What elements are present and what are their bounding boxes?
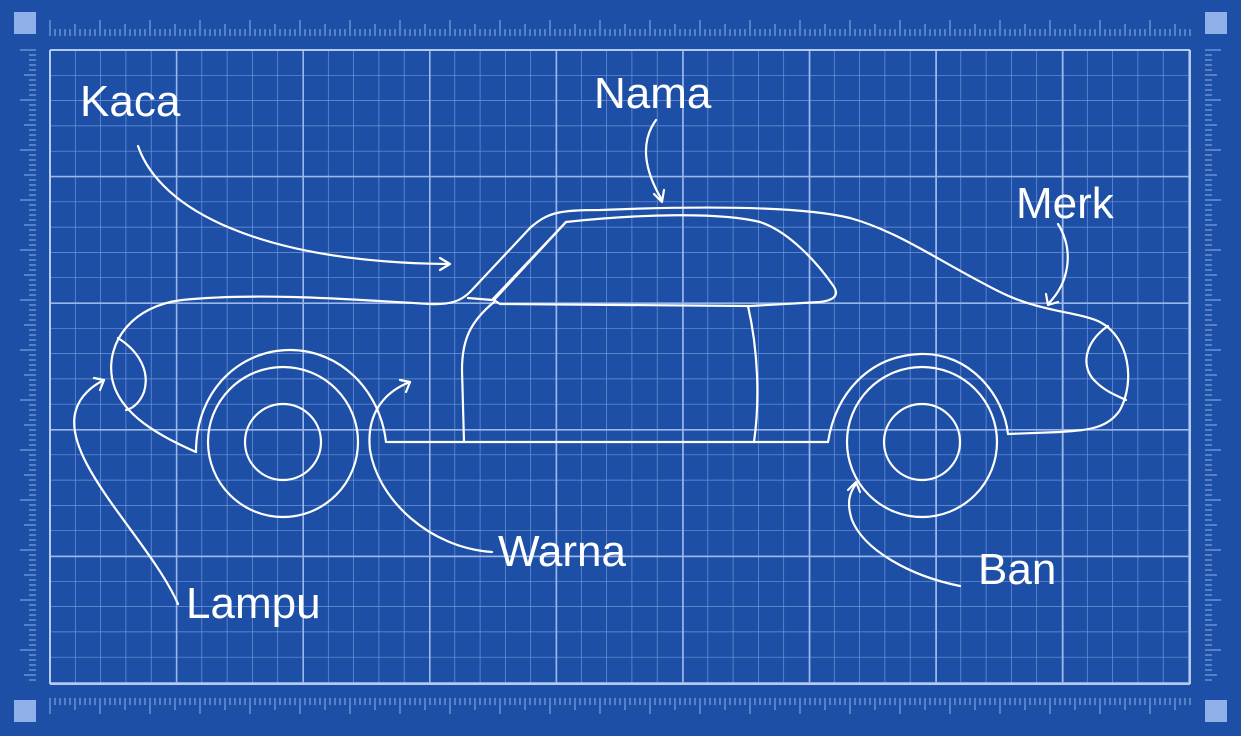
rear-hubcap <box>882 402 962 482</box>
rear-tire <box>845 365 999 519</box>
door-rear-edge <box>746 304 759 444</box>
corner-marker-bottom-right <box>1205 700 1227 722</box>
taillight <box>1085 324 1128 402</box>
headlight <box>116 336 147 412</box>
label-kaca: Kaca <box>80 77 181 126</box>
label-lampu: Lampu <box>186 579 321 628</box>
front-tire <box>206 365 360 519</box>
label-ban: Ban <box>978 545 1056 594</box>
warna-arrow <box>368 378 494 554</box>
front-hubcap <box>243 402 323 482</box>
ban-arrow <box>846 480 962 588</box>
side-window <box>492 214 838 308</box>
car-body-outline <box>110 206 1130 454</box>
annotation-arrows <box>73 118 1069 606</box>
corner-marker-top-left <box>14 12 36 34</box>
label-merk: Merk <box>1016 179 1115 228</box>
merk-arrow <box>1044 222 1069 307</box>
lampu-arrow <box>73 376 180 606</box>
front-wheel-arch <box>194 348 388 454</box>
label-nama: Nama <box>594 69 712 118</box>
corner-marker-bottom-left <box>14 700 36 722</box>
corner-markers <box>14 12 1227 722</box>
nama-arrow <box>644 118 666 204</box>
ruler-ticks <box>20 20 1221 714</box>
rear-wheel-arch <box>826 352 1010 444</box>
car-outline <box>110 206 1130 519</box>
corner-marker-top-right <box>1205 12 1227 34</box>
kaca-arrow <box>136 144 452 272</box>
door-front-edge <box>460 300 496 444</box>
label-warna: Warna <box>498 527 626 576</box>
